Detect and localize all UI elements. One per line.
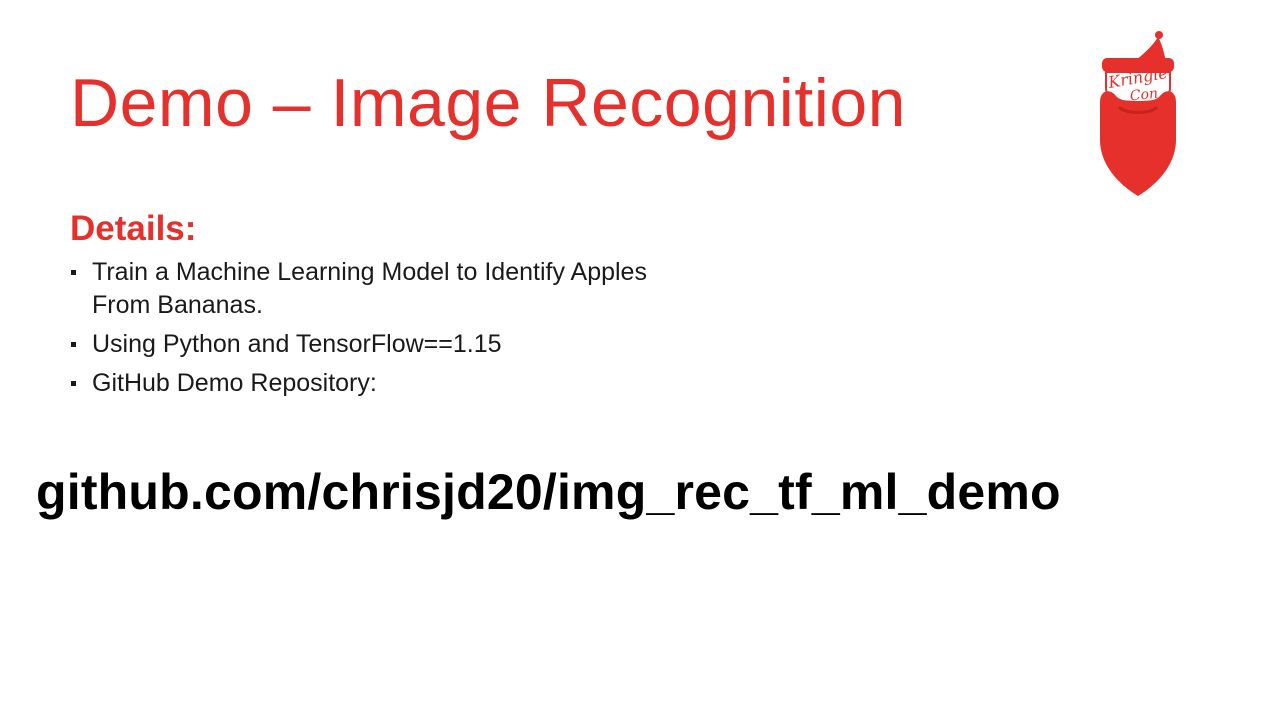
list-item-text: Using Python and TensorFlow==1.15: [92, 330, 502, 358]
details-heading: Details:: [70, 209, 197, 248]
slide-title: Demo – Image Recognition: [70, 65, 907, 141]
square-bullet-icon: [71, 381, 76, 386]
kringlecon-logo: Kringle Con: [1096, 28, 1180, 200]
square-bullet-icon: [71, 270, 76, 275]
list-item: Using Python and TensorFlow==1.15: [70, 328, 710, 361]
details-list: Train a Machine Learning Model to Identi…: [70, 256, 710, 406]
list-item-text: GitHub Demo Repository:: [92, 369, 377, 397]
square-bullet-icon: [71, 342, 76, 347]
list-item: GitHub Demo Repository:: [70, 367, 710, 400]
github-repo-url: github.com/chrisjd20/img_rec_tf_ml_demo: [36, 464, 1061, 520]
list-item: Train a Machine Learning Model to Identi…: [70, 256, 710, 322]
santa-beard-icon: [1100, 31, 1176, 196]
list-item-text: Train a Machine Learning Model to Identi…: [92, 258, 647, 319]
